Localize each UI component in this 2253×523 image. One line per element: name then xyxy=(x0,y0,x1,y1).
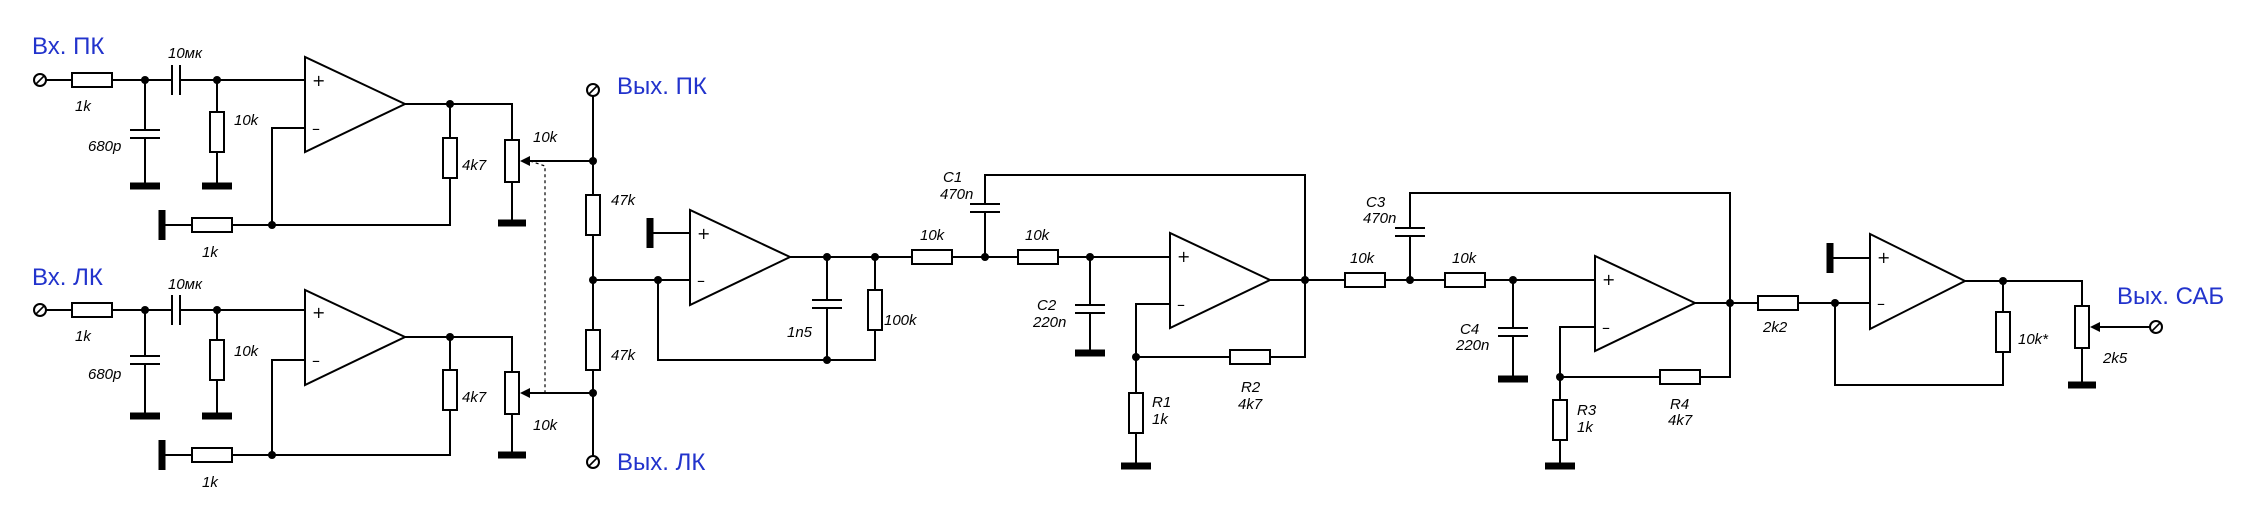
resistor-in-right xyxy=(71,72,113,88)
label-r-filter2-b: 10k xyxy=(1452,250,1478,267)
sign-plus: + xyxy=(697,224,710,243)
output-stage xyxy=(1757,232,2163,389)
label-r-mix-top: 47k xyxy=(611,192,637,209)
label-r-out-load: 10k* xyxy=(2018,331,2049,348)
summing-stage xyxy=(646,208,913,364)
label-c-shunt-right: 680p xyxy=(88,138,121,155)
input-stage-right xyxy=(33,55,594,240)
sign-minus: – xyxy=(1177,295,1185,314)
label-r2-name: R2 xyxy=(1241,379,1261,396)
label-r-out-series: 2k2 xyxy=(1762,319,1788,336)
label-c4-value: 220n xyxy=(1455,337,1489,354)
label-r-in-right: 1k xyxy=(75,98,92,115)
label-r1-name: R1 xyxy=(1152,394,1171,411)
label-pot-out: 2k5 xyxy=(2102,350,2128,367)
label-r4-name: R4 xyxy=(1670,396,1689,413)
resistor-out-load xyxy=(1995,311,2011,353)
opamp-filter2 xyxy=(1594,254,1698,353)
sign-plus: + xyxy=(312,71,325,90)
opamp-output xyxy=(1869,232,1968,331)
label-r-load-right: 4k7 xyxy=(462,157,487,174)
sign-plus: + xyxy=(1177,247,1190,266)
label-r2-value: 4k7 xyxy=(1238,396,1263,413)
filter-stage-2 xyxy=(1344,192,1759,470)
label-r4-value: 4k7 xyxy=(1668,412,1693,429)
ganged-pot-link xyxy=(529,160,546,394)
label-r-summing: 100k xyxy=(884,312,918,329)
opamp-input-left xyxy=(304,288,408,387)
sign-minus: – xyxy=(1602,318,1610,337)
resistor-r2 xyxy=(1229,349,1271,365)
label-c1-value: 470n xyxy=(940,186,973,203)
opamp-summing xyxy=(689,208,793,307)
resistor-fb-left xyxy=(191,447,233,463)
label-r-filter2-a: 10k xyxy=(1350,250,1376,267)
label-r3-value: 1k xyxy=(1577,419,1594,436)
label-in-left: Вх. ЛК xyxy=(32,264,103,291)
resistor-summing xyxy=(867,289,883,331)
mixer-network xyxy=(585,83,691,469)
opamp-filter1 xyxy=(1169,231,1273,330)
label-out-sub: Вых. САБ xyxy=(2117,283,2224,310)
label-c2-name: C2 xyxy=(1037,297,1057,314)
sign-plus: + xyxy=(1602,270,1615,289)
sign-minus: – xyxy=(312,351,320,370)
label-in-right: Вх. ПК xyxy=(32,33,104,60)
label-c4-name: C4 xyxy=(1460,321,1479,338)
component-labels: 1k 10мк 680p 10k 1k 4k7 10k 1k 10мк 680p… xyxy=(75,45,2128,491)
label-r1-value: 1k xyxy=(1152,411,1169,428)
label-r-bias-right: 10k xyxy=(234,112,260,129)
label-c2-value: 220n xyxy=(1032,314,1066,331)
resistor-fb-right xyxy=(191,217,233,233)
label-c-in-left: 10мк xyxy=(168,276,203,293)
resistor-filter1-b xyxy=(1017,249,1059,265)
resistor-in-left xyxy=(71,302,113,318)
sign-minus: – xyxy=(697,271,705,290)
resistor-bias-left xyxy=(209,339,225,381)
label-r-filter1-b: 10k xyxy=(1025,227,1051,244)
label-r-load-left: 4k7 xyxy=(462,389,487,406)
label-r-mix-bot: 47k xyxy=(611,347,637,364)
sign-plus: + xyxy=(312,303,325,322)
resistor-mix-bot xyxy=(585,329,601,371)
resistor-out-series xyxy=(1757,295,1799,311)
label-r3-name: R3 xyxy=(1577,402,1597,419)
sign-minus: – xyxy=(312,119,320,138)
label-c-shunt-left: 680p xyxy=(88,366,121,383)
opamp-signs: + – + – + – + – + – + – xyxy=(312,71,1890,370)
label-out-right: Вых. ПК xyxy=(617,73,707,100)
potentiometer-left xyxy=(504,371,520,415)
resistor-load-right xyxy=(442,137,458,179)
potentiometer-out xyxy=(2074,305,2090,349)
resistor-r1 xyxy=(1128,392,1144,434)
input-stage-left xyxy=(33,288,594,470)
label-pot-right: 10k xyxy=(533,129,559,146)
resistor-r3 xyxy=(1552,399,1568,441)
resistor-load-left xyxy=(442,369,458,411)
label-c-summing: 1n5 xyxy=(787,324,813,341)
label-r-bias-left: 10k xyxy=(234,343,260,360)
filter-stage-1 xyxy=(911,174,1346,470)
resistor-mix-top xyxy=(585,194,601,236)
label-r-filter1-a: 10k xyxy=(920,227,946,244)
sign-plus: + xyxy=(1877,248,1890,267)
resistor-r4 xyxy=(1659,369,1701,385)
label-c3-name: C3 xyxy=(1366,194,1386,211)
resistor-filter2-b xyxy=(1444,272,1486,288)
label-c-in-right: 10мк xyxy=(168,45,203,62)
sign-minus: – xyxy=(1877,294,1885,313)
potentiometer-right xyxy=(504,139,520,183)
label-c1-name: C1 xyxy=(943,169,962,186)
resistor-filter1-a xyxy=(911,249,953,265)
label-r-in-left: 1k xyxy=(75,328,92,345)
resistor-filter2-a xyxy=(1344,272,1386,288)
label-c3-value: 470n xyxy=(1363,210,1396,227)
opamp-input-right xyxy=(304,55,408,154)
label-r-fb-left: 1k xyxy=(202,474,219,491)
resistor-bias-right xyxy=(209,111,225,153)
label-out-left: Вых. ЛК xyxy=(617,449,705,476)
label-pot-left: 10k xyxy=(533,417,559,434)
label-r-fb-right: 1k xyxy=(202,244,219,261)
